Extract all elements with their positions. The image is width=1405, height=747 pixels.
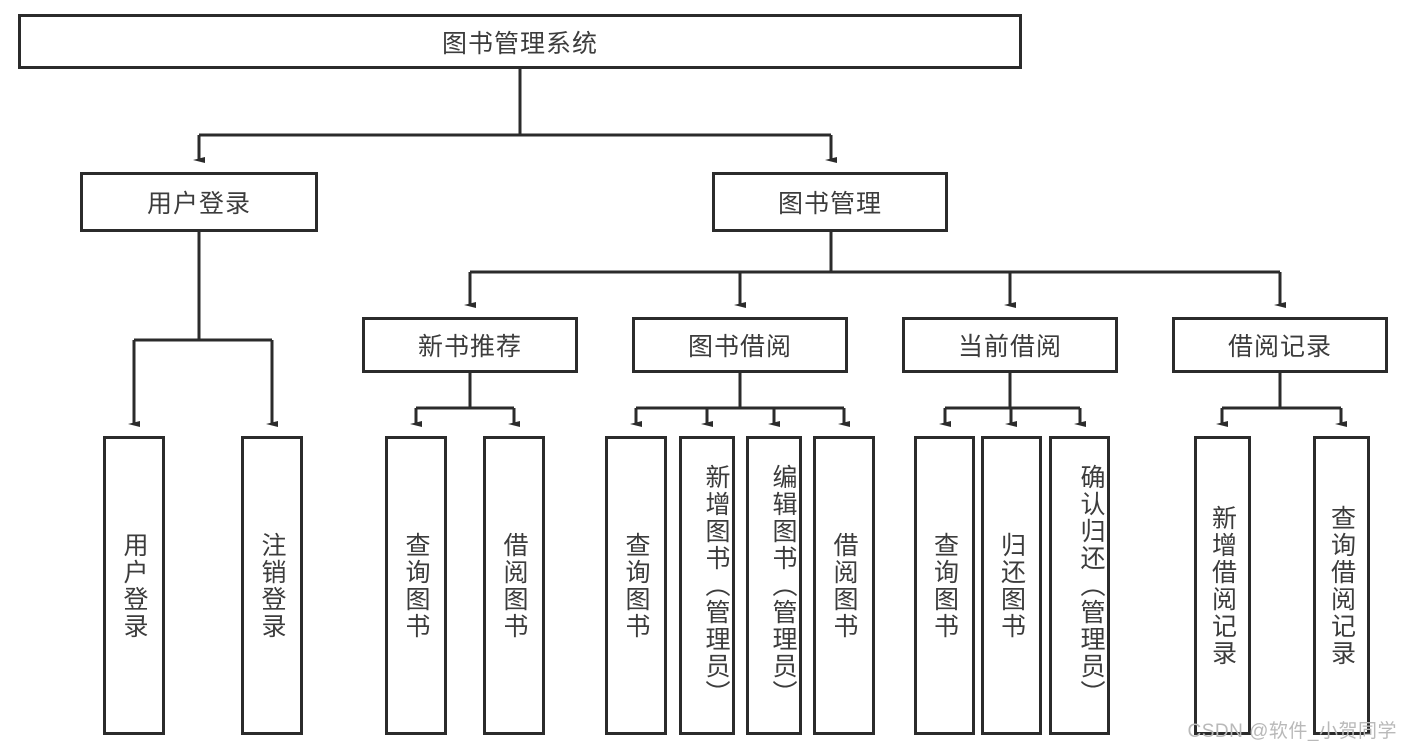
- node-leaf-user-login-label: 用户登录: [120, 531, 148, 640]
- node-leaf-query-borrow-record[interactable]: 查询借阅记录: [1313, 436, 1370, 735]
- node-leaf-logout-label: 注销登录: [258, 531, 286, 640]
- node-leaf-add-borrow-record-label: 新增借阅记录: [1208, 504, 1237, 667]
- node-leaf-add-book-admin-label: 新增图书（管理员）: [702, 464, 730, 707]
- node-root-label: 图书管理系统: [441, 29, 598, 58]
- node-book-borrow[interactable]: 图书借阅: [632, 317, 848, 373]
- node-leaf-query-book-new[interactable]: 查询图书: [385, 436, 447, 735]
- node-leaf-edit-book-admin-label: 编辑图书（管理员）: [769, 464, 797, 707]
- node-leaf-query-book-new-label: 查询图书: [402, 531, 430, 640]
- node-borrow-record-label: 借阅记录: [1227, 333, 1332, 361]
- node-leaf-query-borrow-record-label: 查询借阅记录: [1327, 504, 1356, 667]
- node-leaf-query-book-current-label: 查询图书: [930, 531, 959, 640]
- node-current-borrow[interactable]: 当前借阅: [902, 317, 1118, 373]
- node-book-borrow-label: 图书借阅: [687, 333, 792, 361]
- node-leaf-borrow-book-new[interactable]: 借阅图书: [483, 436, 545, 735]
- node-user-login[interactable]: 用户登录: [80, 172, 318, 232]
- node-borrow-record[interactable]: 借阅记录: [1172, 317, 1388, 373]
- node-current-borrow-label: 当前借阅: [957, 333, 1062, 361]
- node-leaf-confirm-return-admin-label: 确认归还（管理员）: [1077, 464, 1105, 707]
- node-leaf-add-book-admin[interactable]: 新增图书（管理员）: [679, 436, 735, 735]
- node-leaf-query-book-current[interactable]: 查询图书: [914, 436, 975, 735]
- node-leaf-query-book-borrow[interactable]: 查询图书: [605, 436, 667, 735]
- node-user-login-label: 用户登录: [146, 190, 251, 218]
- node-new-book-recommend-label: 新书推荐: [417, 333, 522, 361]
- node-leaf-query-book-borrow-label: 查询图书: [622, 531, 650, 640]
- node-book-manage[interactable]: 图书管理: [712, 172, 948, 232]
- node-leaf-add-borrow-record[interactable]: 新增借阅记录: [1194, 436, 1251, 735]
- node-root[interactable]: 图书管理系统: [18, 14, 1022, 69]
- node-leaf-borrow-book[interactable]: 借阅图书: [813, 436, 875, 735]
- node-leaf-edit-book-admin[interactable]: 编辑图书（管理员）: [746, 436, 802, 735]
- node-leaf-return-book[interactable]: 归还图书: [981, 436, 1042, 735]
- node-leaf-borrow-book-new-label: 借阅图书: [500, 531, 528, 640]
- node-leaf-borrow-book-label: 借阅图书: [830, 531, 858, 640]
- node-book-manage-label: 图书管理: [777, 190, 882, 218]
- node-leaf-user-login[interactable]: 用户登录: [103, 436, 165, 735]
- node-leaf-confirm-return-admin[interactable]: 确认归还（管理员）: [1049, 436, 1110, 735]
- node-leaf-return-book-label: 归还图书: [997, 531, 1026, 640]
- node-new-book-recommend[interactable]: 新书推荐: [362, 317, 578, 373]
- node-leaf-logout[interactable]: 注销登录: [241, 436, 303, 735]
